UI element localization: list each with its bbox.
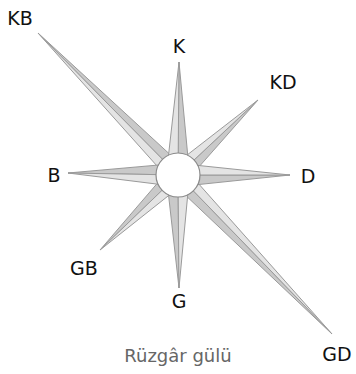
direction-label: KB [7, 9, 33, 28]
direction-label: B [47, 166, 60, 185]
compass-arm [178, 175, 332, 334]
caption: Rüzgâr gülü [124, 347, 231, 365]
direction-label: GD [322, 345, 351, 364]
direction-label: D [301, 167, 316, 186]
direction-label: KD [269, 73, 296, 92]
compass-arm [178, 175, 332, 334]
compass-arm [38, 33, 178, 175]
direction-label: GB [70, 259, 98, 278]
compass-arm [38, 33, 178, 175]
center-circle [156, 153, 200, 197]
direction-label: K [173, 37, 185, 56]
direction-label: G [172, 292, 187, 311]
